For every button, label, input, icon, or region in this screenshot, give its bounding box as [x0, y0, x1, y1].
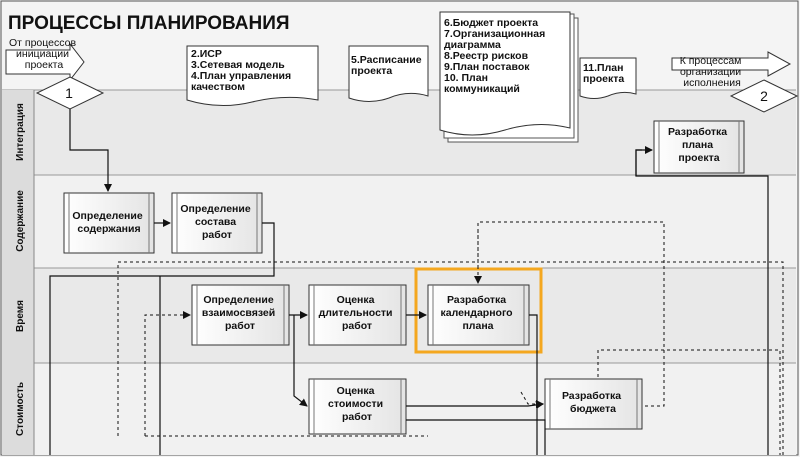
document-budget-text: 6.Бюджет проекта 7.Организационная диагр… [444, 17, 548, 95]
process-estimate-costs-text: Оценка стоимости работ [328, 385, 386, 423]
document-wbs: 2.ИСР 3.Сетевая модель 4.План управления… [186, 45, 319, 107]
document-schedule: 5.Расписание проекта [348, 45, 429, 102]
flow-cost-down [406, 419, 546, 455]
dashed-flows [117, 221, 784, 455]
process-develop-schedule-text: Разработка календарного плана [440, 294, 515, 332]
process-define-activities-text: Определение состава работ [180, 203, 253, 241]
dashed-left-loop [117, 261, 478, 436]
process-develop-project-plan-text: Разработка плана проекта [668, 126, 730, 164]
document-project-plan: 11.План проекта [579, 57, 637, 99]
connector-end: 2 [729, 79, 799, 113]
flow-into-plan [635, 146, 653, 176]
external-output-text: К процессам организации исполнения [680, 55, 745, 89]
process-define-scope-text: Определение содержания [72, 210, 145, 235]
dashed-into-sequence [144, 311, 191, 436]
flow-start-to-scope [69, 109, 112, 192]
document-wbs-text: 2.ИСР 3.Сетевая модель 4.План управления… [191, 48, 294, 93]
process-estimate-durations-text: Оценка длительности работ [319, 294, 396, 332]
lane-label-cost: Стоимость [15, 382, 26, 436]
flow-to-cost-estimate [293, 315, 308, 407]
diagram-title: ПРОЦЕССЫ ПЛАНИРОВАНИЯ [8, 13, 290, 34]
connector-start-label: 1 [65, 85, 73, 101]
process-estimate-durations: Оценка длительности работ [308, 284, 407, 346]
process-estimate-costs: Оценка стоимости работ [308, 378, 407, 435]
process-develop-schedule: Разработка календарного плана [414, 267, 543, 354]
process-determine-budget: Разработка бюджета [544, 378, 643, 430]
lane-header-column [2, 90, 34, 455]
external-input-text: От процессов инициации проекта [9, 37, 79, 71]
process-define-scope: Определение содержания [63, 192, 155, 254]
process-determine-budget-text: Разработка бюджета [562, 390, 624, 415]
process-sequence-activities-text: Определение взаимосвязей работ [202, 294, 278, 332]
lane-label-time: Время [15, 300, 26, 332]
document-project-plan-text: 11.План проекта [583, 62, 626, 85]
process-develop-project-plan: Разработка плана проекта [653, 120, 745, 174]
dashed-into-budget [520, 391, 544, 408]
flow-activities-down [49, 222, 275, 455]
process-sequence-activities: Определение взаимосвязей работ [191, 284, 290, 346]
connector-end-label: 2 [760, 88, 768, 104]
external-output: К процессам организации исполнения [671, 51, 792, 89]
external-input: От процессов инициации проекта [5, 37, 85, 82]
process-define-activities: Определение состава работ [171, 192, 263, 254]
dashed-budget-right [597, 349, 781, 455]
lane-label-integration: Интеграция [15, 103, 26, 161]
document-schedule-text: 5.Расписание проекта [351, 54, 424, 77]
lane-label-content: Содержание [15, 190, 26, 252]
document-budget-stack: 6.Бюджет проекта 7.Организационная диагр… [439, 11, 579, 143]
dashed-outer-right [478, 261, 784, 455]
